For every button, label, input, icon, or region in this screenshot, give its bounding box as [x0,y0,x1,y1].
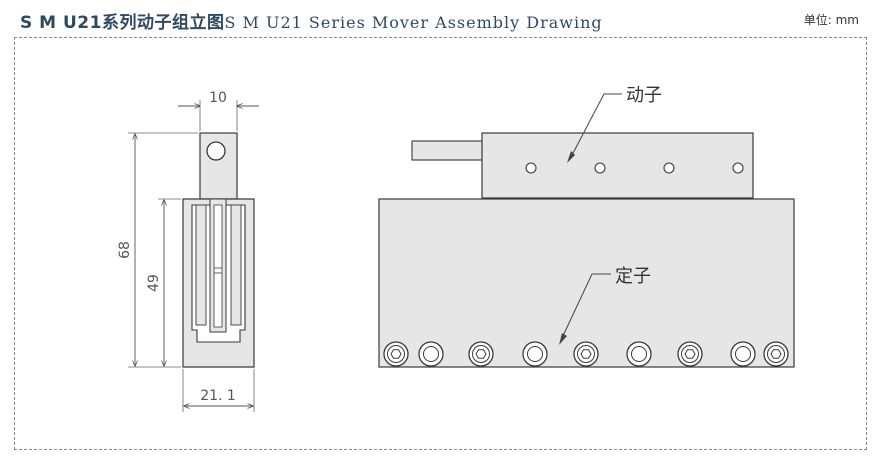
header: S M U21系列动子组立图S M U21 Series Mover Assem… [0,0,881,34]
side-view: 10 68 49 21. 1 [117,90,259,412]
stator-body [378,198,795,368]
unit-label: 单位: mm [803,13,859,27]
front-view: 动子 定子 [378,85,795,368]
mover-label: 动子 [626,85,662,106]
mover-hole [525,162,537,174]
hex-screw [383,341,409,367]
dimension-top-width: 10 [209,90,227,106]
drawing-title: S M U21系列动子组立图S M U21 Series Mover Assem… [20,8,603,33]
hex-screw [677,341,703,367]
stator-leader-arrow [559,333,567,345]
stator-leader-line [561,273,611,339]
mover-hole [663,162,675,174]
mover-hole [732,162,744,174]
washer-hole [626,341,652,367]
dimension-total-height: 68 [117,241,133,259]
coil-core [213,204,223,328]
hex-screw [573,341,599,367]
mover-leader-arrow [567,151,575,163]
mover-body [481,132,754,199]
title-chinese: S M U21系列动子组立图 [20,13,225,33]
mover-hole [594,162,606,174]
dimension-body-height: 49 [146,274,162,292]
washer-hole [522,341,548,367]
washer-hole [730,341,756,367]
magnet-left [195,204,207,326]
hex-screw [468,341,494,367]
stator-label: 定子 [615,266,651,287]
title-english: S M U21 Series Mover Assembly Drawing [224,13,603,32]
magnet-right [230,204,242,326]
mounting-hole [206,141,226,161]
mover-leader-line [570,93,622,158]
mover-tab [199,132,238,200]
drawing-frame [14,37,867,450]
dimension-bottom-width: 21. 1 [200,388,236,404]
washer-hole [418,341,444,367]
hex-screw [763,341,789,367]
mover-cable [411,140,484,161]
